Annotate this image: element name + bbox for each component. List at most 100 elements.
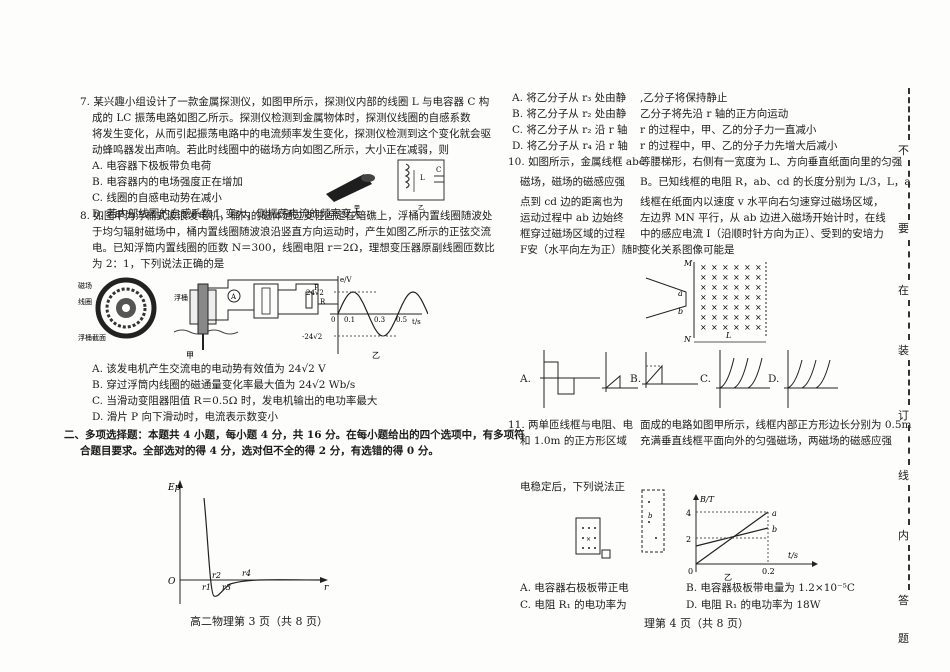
q10-stem-line4a: 运动过程中 ab 边始终 <box>520 212 624 224</box>
pe-label-r2: r2 <box>212 571 221 580</box>
field-cross-mark: × <box>755 293 762 302</box>
binding-char: 答 <box>898 594 909 607</box>
binding-char: 在 <box>898 284 909 297</box>
q8-label-coil: 线圈 <box>78 297 92 306</box>
q9-option-c-tail: r 的过程中，甲、乙的分子力一直减小 <box>640 124 817 136</box>
binding-char: 内 <box>898 529 909 542</box>
q10-stem-line1b: 等腰梯形，右侧有一宽度为 L、方向垂直纸面向里的匀强 <box>640 156 903 168</box>
q7-option-a[interactable]: A. 电容器下极板带负电荷 <box>92 160 212 172</box>
field-cross-mark: × <box>733 273 740 282</box>
q9-option-a-tail: ,乙分子将保持静止 <box>640 92 728 104</box>
field-cross-mark: × <box>755 263 762 272</box>
field-cross-mark: × <box>722 263 729 272</box>
q10-option-d-label[interactable]: D. <box>768 373 780 385</box>
binding-char: 订 <box>898 409 909 422</box>
field-cross-mark: × <box>744 283 751 292</box>
q7-figure: L C 甲 乙 <box>326 159 445 212</box>
q11-tick-2: 2 <box>686 535 691 544</box>
section2-heading-line2: 合题目要求。全部选对的得 4 分，选对但不全的得 2 分，有选错的得 0 分。 <box>80 445 439 457</box>
q11-stem-line2a: 和 1.0m 的正方形区域 <box>520 435 627 447</box>
field-cross-mark: × <box>700 283 707 292</box>
q7-option-c[interactable]: C. 线圈的自感电动势在减小 <box>92 192 222 204</box>
q11-line-b <box>695 527 769 547</box>
q10-option-b-graph-cont <box>642 352 698 388</box>
q10-label-a: a <box>678 289 683 298</box>
q11-stem-line2b: 充满垂直线框平面向外的匀强磁场，两磁场的磁感应强 <box>640 435 892 447</box>
q8-option-d[interactable]: D. 滑片 P 向下滑动时，电流表示数变小 <box>92 411 278 423</box>
field-cross-mark: × <box>722 293 729 302</box>
q9-option-a[interactable]: A. 将乙分子从 r₃ 处由静 <box>512 92 627 104</box>
q10-option-c-label[interactable]: C. <box>700 373 711 385</box>
q9-option-d[interactable]: D. 将乙分子从 r₄ 沿 r 轴 <box>512 140 628 152</box>
q11-axis-x: t/s <box>788 551 798 560</box>
field-cross-mark: × <box>722 273 729 282</box>
left-page-footer: 高二物理第 3 页（共 8 页） <box>190 615 328 628</box>
q11-option-c[interactable]: C. 电阻 R₁ 的电功率为 <box>520 599 627 611</box>
wave-generator-diagram <box>173 279 339 350</box>
field-cross-mark: × <box>711 293 718 302</box>
q7-option-b[interactable]: B. 电容器内的电场强度正在增加 <box>92 176 243 188</box>
q7-stem-line3: 将发生变化，从而引起振荡电路中的电流频率发生变化，探测仪检测到这个变化就会驱 <box>92 128 491 140</box>
q10-stem-line5a: 框穿过磁场区域的过程 <box>520 228 625 240</box>
q7-option-d[interactable]: D. 若内部线圈的自感系数 L 变大，则振荡电流的频率变大 <box>92 208 362 220</box>
q8-label-ammeter: A <box>230 293 237 301</box>
q8-option-c[interactable]: C. 当滑动变阻器阻值 R＝0.5Ω 时，发电机输出的电功率最大 <box>92 395 378 407</box>
right-page-footer: 理第 4 页（共 8 页） <box>644 617 749 630</box>
binding-char: 线 <box>898 469 909 482</box>
field-cross-mark: × <box>744 273 751 282</box>
field-cross-mark: × <box>711 303 718 312</box>
q11-circuit-left: × <box>575 517 611 559</box>
float-cross-section-diagram <box>95 277 157 339</box>
q9-option-b[interactable]: B. 将乙分子从 r₂ 处由静 <box>512 108 627 120</box>
q10-stem-line6b: 变化关系图像可能是 <box>640 244 735 256</box>
field-cross-mark: × <box>700 313 707 322</box>
q8-label-magnet: 磁场 <box>78 281 92 290</box>
q9-option-b-tail: 乙分子将先沿 r 轴的正方向运动 <box>640 108 789 120</box>
binding-dashed-line <box>908 160 910 220</box>
binding-dashed-line <box>908 545 910 590</box>
q8-label-r: R <box>320 298 326 306</box>
magnetic-field-into-page-grid: ××××××××××××××××××××××××××××××××××××××××… <box>700 263 762 332</box>
q8-option-a[interactable]: A. 该发电机产生交流电的电动势有效值为 24√2 V <box>92 363 326 375</box>
svg-text:×: × <box>586 536 591 543</box>
q8-tick-neg: -24√2 <box>302 333 322 341</box>
q7-fig-yi-label: 乙 <box>418 205 424 212</box>
q8-option-b[interactable]: B. 穿过浮筒内线圈的磁通量变化率最大值为 24√2 Wb/s <box>92 379 356 391</box>
section2-heading-line1: 二、多项选择题：本题共 4 小题，每小题 4 分，共 16 分。在每小题给出的四… <box>64 429 525 441</box>
metal-detector-probe-icon <box>326 174 375 202</box>
q10-stem-line4b: 左边界 MN 平行，从 ab 边进入磁场开始计时，在线 <box>640 212 886 224</box>
q8-label-float: 浮桶 <box>174 293 188 302</box>
q11-option-d[interactable]: D. 电阻 R₁ 的电功率为 18W <box>686 599 821 611</box>
q9-option-c[interactable]: C. 将乙分子从 r₂ 沿 r 轴 <box>512 124 628 136</box>
binding-dashed-line <box>908 485 910 525</box>
field-cross-mark: × <box>755 323 762 332</box>
q10-option-b-label[interactable]: B. <box>630 373 642 385</box>
q11-tick-0: 0 <box>688 567 693 576</box>
q8-fig-yi-label: 乙 <box>372 351 380 360</box>
pe-label-r1: r1 <box>202 583 211 592</box>
field-cross-mark: × <box>711 273 718 282</box>
field-cross-mark: × <box>744 313 751 322</box>
field-cross-mark: × <box>733 263 740 272</box>
q10-option-a-label[interactable]: A. <box>520 373 531 385</box>
q8-tick-pos: 24√2 <box>306 289 324 297</box>
field-cross-mark: × <box>722 283 729 292</box>
field-cross-mark: × <box>733 323 740 332</box>
field-cross-mark: × <box>744 323 751 332</box>
binding-dashed-line <box>908 88 910 140</box>
binding-char: 装 <box>898 344 909 357</box>
q11-option-a[interactable]: A. 电容器右极板带正电 <box>520 582 629 594</box>
q11-option-b[interactable]: B. 电容器极板带电量为 1.2×10⁻⁵C <box>686 582 855 594</box>
q8-stem-line3: 电。已知浮筒内置线圈的匝数 N＝300，线圈电阻 r＝2Ω，理想变压器原副线圈匝… <box>92 242 495 254</box>
field-cross-mark: × <box>733 313 740 322</box>
q8-tick-05: 0.5 <box>396 316 407 324</box>
q7-label-c: C <box>436 166 441 174</box>
q11-fig-yi-label: 乙 <box>724 573 732 582</box>
q10-option-b-graph <box>602 352 638 392</box>
lc-circuit-diagram <box>397 159 445 201</box>
q8-label-section: 浮桶截面 <box>78 333 106 342</box>
q8-tick-01: 0.1 <box>344 316 355 324</box>
q11-tick-02: 0.2 <box>762 567 775 576</box>
emf-sine-graph <box>330 276 428 354</box>
q10-option-a-graph <box>540 350 600 408</box>
